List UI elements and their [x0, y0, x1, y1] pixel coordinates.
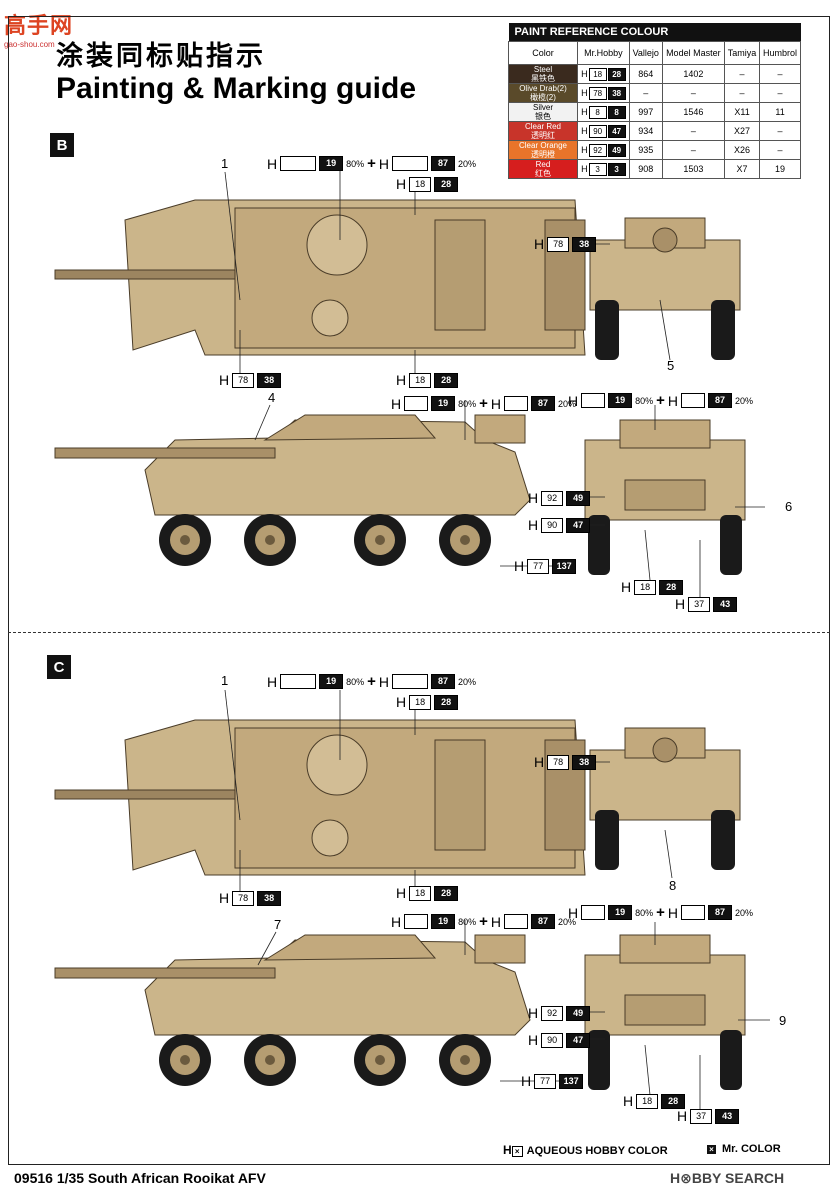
section-divider [8, 632, 830, 633]
c-side-view [54, 934, 531, 1086]
b-marker-4: 4 [268, 390, 276, 405]
legend-mrcolor: ×Mr. COLOR [707, 1143, 781, 1155]
paint-table-title: PAINT REFERENCE COLOUR [508, 23, 801, 42]
c-marker-7: 7 [274, 917, 282, 932]
legend-aqueous: H×AQUEOUS HOBBY COLOR [503, 1143, 668, 1157]
b-marker-5: 5 [667, 358, 675, 373]
paint-tamiya: X7 [723, 159, 761, 179]
col-tamiya: Tamiya [723, 41, 761, 65]
frame-right [829, 16, 830, 1164]
b-marker-6: 6 [785, 499, 793, 514]
col-color: Color [508, 41, 578, 65]
b-marker-1: 1 [221, 156, 229, 171]
paint-humbrol: – [759, 83, 801, 103]
paint-swatch: Olive Drab(2)橄榄(2) [508, 83, 578, 103]
c-top-view [54, 719, 586, 876]
col-humbrol: Humbrol [759, 41, 801, 65]
paint-reference-table: PAINT REFERENCE COLOUR Color Mr.Hobby Va… [508, 23, 801, 179]
b-side-view [54, 414, 531, 566]
b-rear-view [584, 419, 746, 576]
frame-left [8, 16, 9, 1164]
paint-humbrol: 19 [759, 159, 801, 179]
c-marker-9: 9 [779, 1013, 787, 1028]
c-front-view [589, 727, 741, 871]
paint-modelmaster: 1503 [661, 159, 726, 179]
c-rear-view [584, 934, 746, 1091]
col-mrhobby: Mr.Hobby [577, 41, 630, 65]
page-title: Painting & Marking guide [56, 72, 417, 105]
c-marker-8: 8 [669, 878, 677, 893]
col-modelmaster: Model Master [661, 41, 726, 65]
page-title-cn: 涂装同标贴指示 [56, 41, 266, 72]
frame-bottom [8, 1164, 830, 1165]
b-top-view [54, 199, 586, 356]
section-label-c: C [47, 655, 71, 679]
hobbysearch-logo: H⊗BBY SEARCH [670, 1170, 785, 1186]
frame-top [8, 16, 830, 17]
footer-kit-title: 09516 1/35 South African Rooikat AFV [14, 1170, 266, 1186]
section-label-b: B [50, 133, 74, 157]
c-marker-1: 1 [221, 673, 229, 688]
b-front-view [589, 217, 741, 361]
